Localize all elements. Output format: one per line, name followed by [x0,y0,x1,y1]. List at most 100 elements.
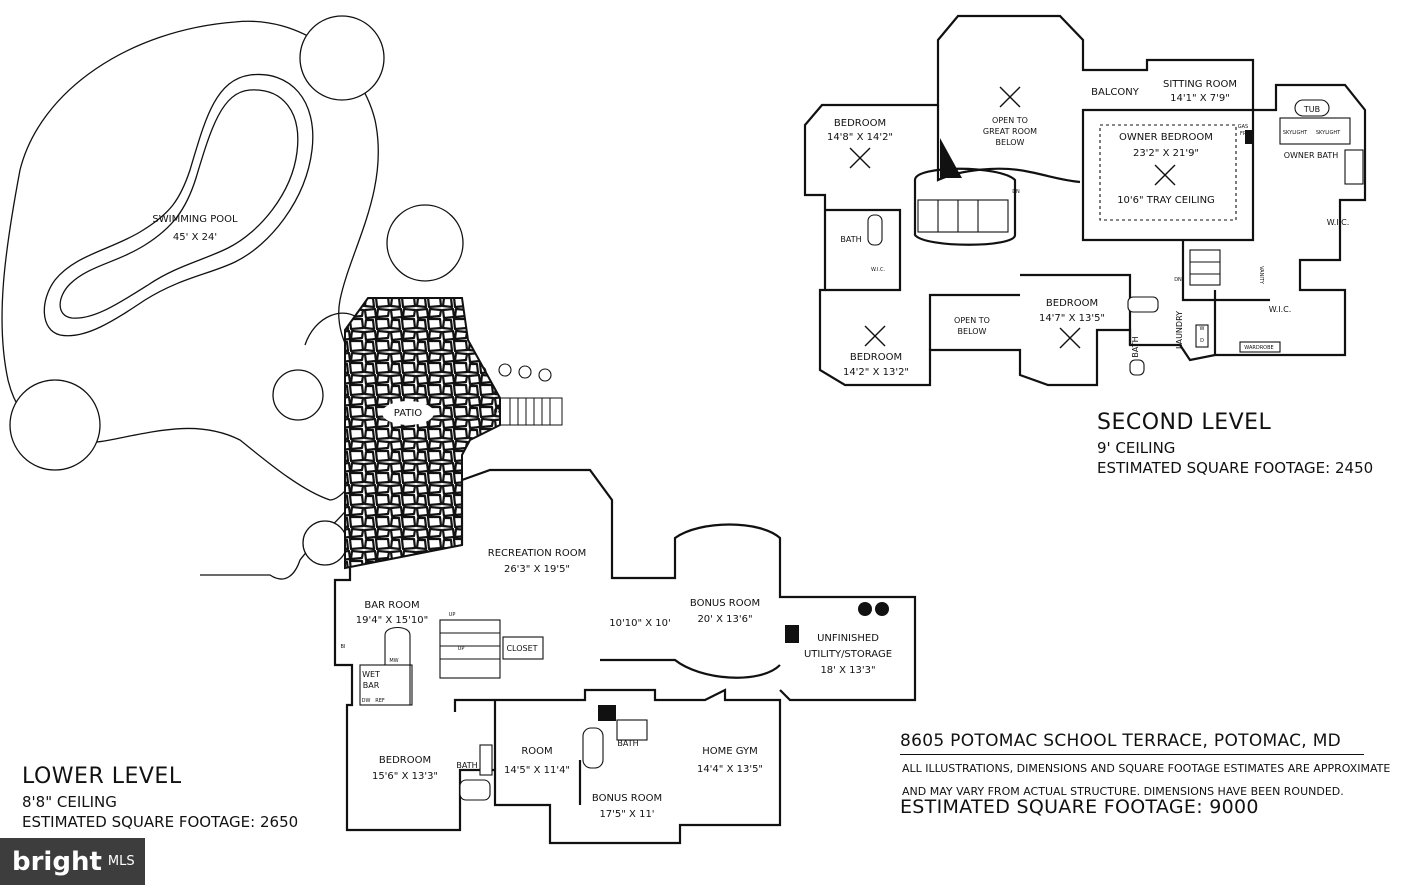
lower-bath-1-label: BATH [456,761,477,770]
wet-bar-label-1: WET [362,670,380,679]
pool-name-label: SWIMMING POOL [152,214,238,225]
disclaimer: ALL ILLUSTRATIONS, DIMENSIONS AND SQUARE… [902,757,1390,803]
dishwasher-label: DW [362,698,371,704]
room-size: 14'5" X 11'4" [504,765,570,776]
owner-bath-label: OWNER BATH [1284,151,1339,160]
utility-tank-icon [875,602,889,616]
ceiling-fan-icons [849,86,1176,349]
pool-area [1,20,379,580]
home-gym-size: 14'4" X 13'5" [697,764,763,775]
lower-level-walls [333,468,917,845]
laundry-label: LAUNDRY [1175,311,1184,349]
open-great-room-label-2: GREAT ROOM [983,127,1037,136]
second-level-ceiling: 9' CEILING [1097,438,1176,457]
microwave-label: MW [389,658,398,664]
tree-icon [299,15,385,101]
fireplace-icon [940,138,962,178]
bath-2-label: BATH [1131,336,1140,357]
open-below-label-2: BELOW [958,327,987,336]
patio-label: PATIO [394,408,423,419]
lower-level-fixtures [359,619,648,801]
lower-bedroom-size: 15'6" X 13'3" [372,771,438,782]
tree-icon [272,369,324,421]
bedroom-2-size: 14'2" X 13'2" [843,367,909,378]
vanity-label: VANITY [1258,266,1264,285]
owner-bedroom-size: 23'2" X 21'9" [1133,148,1199,159]
stair-up-label-2: UP [458,646,465,652]
open-great-room-label-3: BELOW [996,138,1025,147]
open-great-room-label-1: OPEN TO [992,116,1028,125]
washer-label: W [1200,326,1205,332]
skylight-label-2: SKYLIGHT [1316,130,1341,136]
lower-level-sqft: ESTIMATED SQUARE FOOTAGE: 2650 [22,812,299,831]
ceiling-fan-icon [849,147,871,169]
wic-label-1: W.I.C. [1327,218,1350,227]
utility-label-1: UNFINISHED [817,633,879,644]
lower-bath-2-label: BATH [617,739,638,748]
logo-suffix: MLS [107,854,135,869]
ceiling-fan-icon [1154,164,1176,186]
sitting-room-size: 14'1" X 7'9" [1170,93,1230,104]
utility-equipment-icon [785,625,799,643]
tray-ceiling-label: 10'6" TRAY CEILING [1117,195,1215,206]
bath-1-label: BATH [840,235,861,244]
wic-small-label: W.I.C. [871,267,886,273]
disclaimer-line-1: ALL ILLUSTRATIONS, DIMENSIONS AND SQUARE… [902,762,1391,775]
bedroom-1-label: BEDROOM [834,118,886,129]
built-in-label: BI [341,644,346,650]
address-divider [900,754,1364,755]
tree-icon [386,204,464,282]
bar-room-size: 19'4" X 15'10" [356,615,428,626]
patio-stair-label: UP [494,409,501,415]
bar-room-label: BAR ROOM [364,600,419,611]
pool-deck-outline [1,20,379,501]
bedroom-2-label: BEDROOM [850,352,902,363]
property-address: 8605 POTOMAC SCHOOL TERRACE, POTOMAC, MD [900,731,1342,751]
bedroom-1-size: 14'8" X 14'2" [827,132,893,143]
fireplace-icon [598,705,616,721]
closet-label: CLOSET [506,644,537,653]
bonus-room-1-size: 20' X 13'6" [697,614,752,625]
pool-size-label: 45' X 24' [173,232,217,243]
pool-outline [43,73,314,337]
ceiling-fan-icon [1059,327,1081,349]
lower-level-ceiling: 8'8" CEILING [22,792,117,811]
recreation-room-size: 26'3" X 19'5" [504,564,570,575]
fireplace-icon [1245,130,1253,144]
home-gym-label: HOME GYM [702,746,758,757]
dryer-label: D [1200,338,1204,344]
bright-mls-logo: bright MLS [0,838,145,885]
gas-fp-label-1: GAS [1238,124,1248,130]
bedroom-3-label: BEDROOM [1046,298,1098,309]
open-below-label-1: OPEN TO [954,316,990,325]
second-level-sqft: ESTIMATED SQUARE FOOTAGE: 2450 [1097,458,1374,477]
utility-label-2: UTILITY/STORAGE [804,649,892,660]
balcony-label: BALCONY [1091,87,1140,98]
second-level-caption: SECOND LEVEL 9' CEILING ESTIMATED SQUARE… [1097,408,1373,478]
patio-stonework [344,297,501,570]
utility-tank-icon [858,602,872,616]
second-level-title: SECOND LEVEL [1097,410,1272,435]
bedroom-3-size: 14'7" X 13'5" [1039,313,1105,324]
stair-up-label-1: UP [449,612,456,618]
pool-inner-outline [59,89,299,319]
tree-icon [9,379,101,471]
lower-level-title: LOWER LEVEL [22,764,182,789]
gas-fp-label-2: FP [1240,131,1246,137]
bonus-room-1-label: BONUS ROOM [690,598,760,609]
wardrobe-label: WARDROBE [1244,345,1273,351]
room-label: ROOM [521,746,552,757]
ceiling-fan-icon [864,325,886,347]
trees [9,15,464,566]
bonus-room-2-size: 17'5" X 11' [599,809,654,820]
skylight-label-1: SKYLIGHT [1283,130,1308,136]
utility-size: 18' X 13'3" [820,665,875,676]
total-square-footage: ESTIMATED SQUARE FOOTAGE: 9000 [900,796,1259,818]
stair-down-label-1: DN [1012,189,1020,195]
tree-icon [302,520,348,566]
sitting-room-label: SITTING ROOM [1163,79,1237,90]
disclaimer-line-2: AND MAY VARY FROM ACTUAL STRUCTURE. DIME… [902,785,1344,798]
tub-label: TUB [1303,105,1320,114]
patio-stairs [499,397,563,426]
